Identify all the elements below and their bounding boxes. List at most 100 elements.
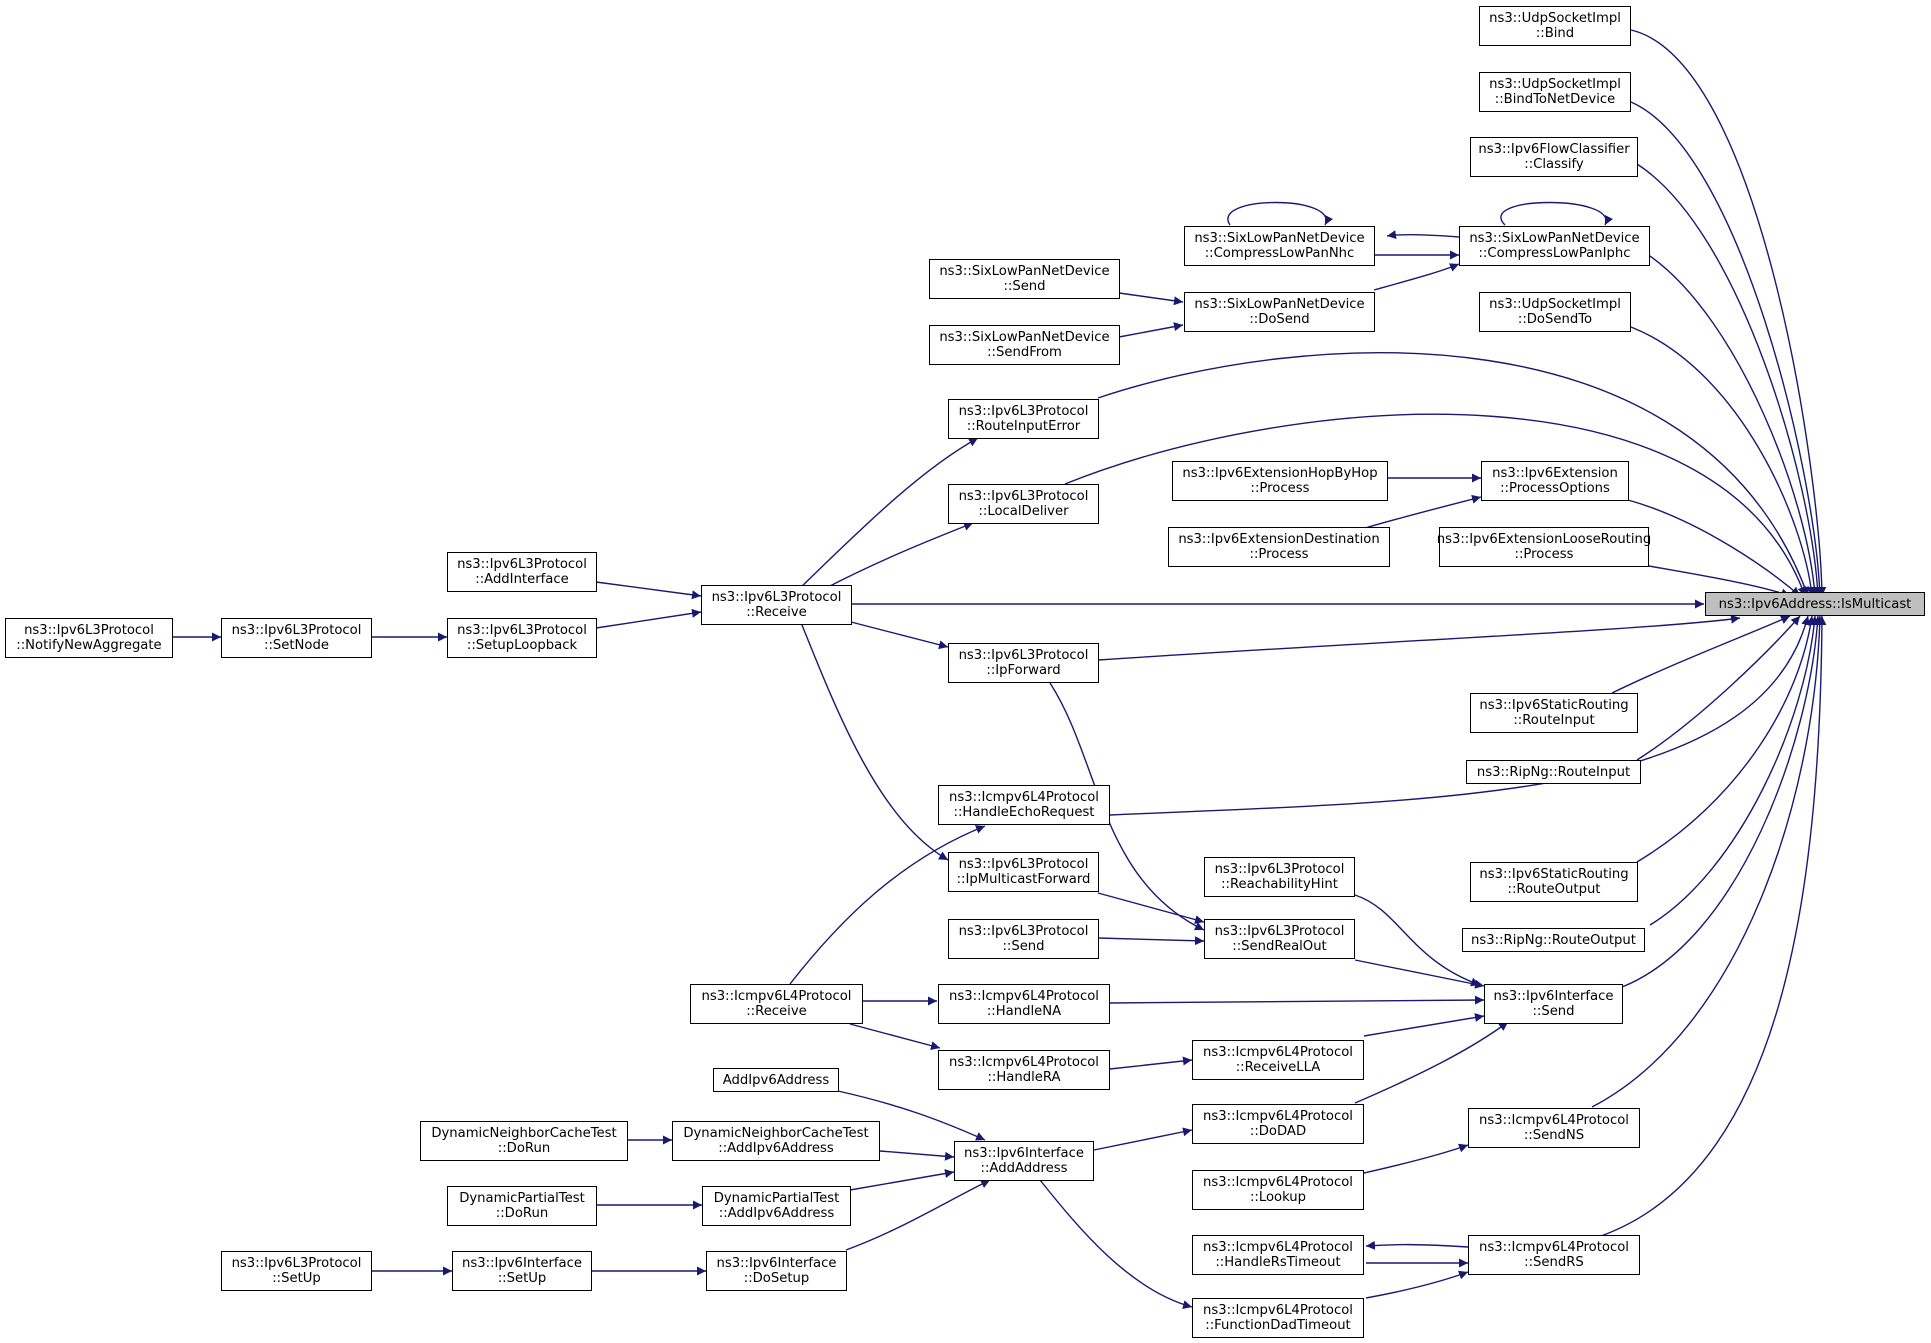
node-label-line2: ::AddAddress (980, 1161, 1068, 1176)
edge-addaddress-to-functiondad (1039, 1179, 1193, 1309)
node-ipv6l3-sendrealout[interactable]: ns3::Ipv6L3Protocol::SendRealOut (1204, 919, 1355, 959)
node-icmpv6l4-functiondadtimeout[interactable]: ns3::Icmpv6L4Protocol::FunctionDadTimeou… (1192, 1298, 1364, 1338)
node-label-line1: ns3::Ipv6Address::IsMulticast (1718, 596, 1912, 612)
edge-sendrs-to-handlerstimeout (1365, 1240, 1469, 1250)
node-label-line2: ::Receive (746, 605, 807, 620)
node-label-line2: ::SendRealOut (1232, 939, 1327, 954)
node-sixlowpan-compresslowpaniphc[interactable]: ns3::SixLowPanNetDevice::CompressLowPanI… (1459, 226, 1650, 266)
node-icmpv6l4-receivella[interactable]: ns3::Icmpv6L4Protocol::ReceiveLLA (1192, 1040, 1364, 1080)
node-label-line2: ::DoRun (497, 1141, 551, 1156)
node-ipv6l3-receive[interactable]: ns3::Ipv6L3Protocol::Receive (701, 585, 852, 625)
node-sixlowpan-sendfrom[interactable]: ns3::SixLowPanNetDevice::SendFrom (929, 325, 1120, 365)
node-label-line2: ::AddIpv6Address (718, 1141, 834, 1156)
node-label-line2: ::SetUp (272, 1271, 321, 1286)
node-ipv6l3-localdeliver[interactable]: ns3::Ipv6L3Protocol::LocalDeliver (948, 484, 1099, 524)
node-ipv6flowclassifier-classify[interactable]: ns3::Ipv6FlowClassifier::Classify (1470, 137, 1638, 177)
node-label-line2: ::Lookup (1249, 1190, 1307, 1205)
node-ipv6l3-notifynewaggregate[interactable]: ns3::Ipv6L3Protocol::NotifyNewAggregate (5, 618, 173, 658)
node-label-line2: ::CompressLowPanNhc (1204, 246, 1355, 261)
node-label-line1: ns3::Ipv6StaticRouting (1479, 867, 1629, 882)
node-sixlowpan-compresslowpannhc[interactable]: ns3::SixLowPanNetDevice::CompressLowPanN… (1184, 226, 1375, 266)
node-icmpv6l4-sendrs[interactable]: ns3::Icmpv6L4Protocol::SendRS (1468, 1235, 1640, 1275)
node-label-line1: ns3::Ipv6Interface (461, 1256, 582, 1271)
node-ipv6interface-dosetup[interactable]: ns3::Ipv6Interface::DoSetup (706, 1251, 847, 1291)
edge-static-routeinput-to-ismulticast (1611, 615, 1791, 694)
node-label-line1: ns3::Ipv6Interface (963, 1146, 1084, 1161)
edge-six-iphc-to-ismulticast (1649, 255, 1819, 597)
node-ipv6extension-processoptions[interactable]: ns3::Ipv6Extension::ProcessOptions (1481, 461, 1629, 501)
node-ipv6l3-setup[interactable]: ns3::Ipv6L3Protocol::SetUp (221, 1251, 372, 1291)
node-ipv6l3-ipmulticastforward[interactable]: ns3::Ipv6L3Protocol::IpMulticastForward (948, 852, 1099, 892)
edge-addinterface-to-receive (595, 581, 702, 600)
edge-sendfrom-to-dosend (1118, 322, 1184, 338)
node-ipv6extensiondestination-process[interactable]: ns3::Ipv6ExtensionDestination::Process (1168, 527, 1390, 567)
node-sixlowpan-dosend[interactable]: ns3::SixLowPanNetDevice::DoSend (1184, 292, 1375, 332)
node-ipv6staticrouting-routeoutput[interactable]: ns3::Ipv6StaticRouting::RouteOutput (1470, 862, 1638, 902)
node-label-line2: ::RouteInputError (966, 419, 1081, 434)
node-icmpv6l4-handleechorequest[interactable]: ns3::Icmpv6L4Protocol::HandleEchoRequest (938, 785, 1110, 825)
node-label-line1: ns3::UdpSocketImpl (1489, 297, 1621, 312)
node-ipv6l3-ipforward[interactable]: ns3::Ipv6L3Protocol::IpForward (948, 643, 1099, 683)
node-label-line2: ::ReachabilityHint (1221, 877, 1338, 892)
node-udpsocketimpl-dosendto[interactable]: ns3::UdpSocketImpl::DoSendTo (1479, 292, 1631, 332)
node-addipv6address[interactable]: AddIpv6Address (713, 1068, 839, 1092)
node-label-line1: ns3::Ipv6Extension (1492, 466, 1618, 481)
node-ipv6address-ismulticast[interactable]: ns3::Ipv6Address::IsMulticast (1705, 592, 1925, 616)
edge-sendrealout-to-ifsend (1354, 959, 1485, 989)
node-label-line1: ns3::Icmpv6L4Protocol (1479, 1240, 1629, 1255)
node-label-line2: ::BindToNetDevice (1494, 92, 1616, 107)
node-label-line2: ::Classify (1524, 157, 1584, 172)
edge-dpt-addipv6-to-addaddress (849, 1169, 955, 1191)
node-ipv6l3-addinterface[interactable]: ns3::Ipv6L3Protocol::AddInterface (447, 552, 597, 592)
node-icmpv6l4-handlerstimeout[interactable]: ns3::Icmpv6L4Protocol::HandleRsTimeout (1192, 1235, 1364, 1275)
node-ripng-routeinput[interactable]: ns3::RipNg::RouteInput (1466, 760, 1641, 784)
edge-setuploopback-to-receive (595, 608, 702, 629)
node-ipv6l3-setnode[interactable]: ns3::Ipv6L3Protocol::SetNode (221, 618, 372, 658)
node-dynamicpartialtest-dorun[interactable]: DynamicPartialTest::DoRun (447, 1186, 597, 1226)
node-label-line1: ns3::Ipv6Interface (1493, 989, 1614, 1004)
node-label-line2: ::HandleEchoRequest (953, 805, 1095, 820)
node-label-line2: ::SendNS (1523, 1128, 1585, 1143)
edge-dnct-addipv6-to-addaddress (879, 1150, 955, 1161)
node-ipv6interface-send[interactable]: ns3::Ipv6Interface::Send (1484, 984, 1623, 1024)
node-ipv6l3-setuploopback[interactable]: ns3::Ipv6L3Protocol::SetupLoopback (447, 618, 597, 658)
node-icmpv6l4-sendns[interactable]: ns3::Icmpv6L4Protocol::SendNS (1468, 1108, 1640, 1148)
node-ipv6extensionhopbyhop-process[interactable]: ns3::Ipv6ExtensionHopByHop::Process (1172, 461, 1388, 501)
node-ripng-routeoutput[interactable]: ns3::RipNg::RouteOutput (1462, 928, 1645, 952)
node-label-line2: ::SendFrom (987, 345, 1062, 360)
node-label-line1: DynamicNeighborCacheTest (683, 1126, 869, 1141)
node-sixlowpan-send[interactable]: ns3::SixLowPanNetDevice::Send (929, 259, 1120, 299)
node-label-line1: ns3::Ipv6L3Protocol (958, 489, 1089, 504)
node-udpsocketimpl-bindtonetdevice[interactable]: ns3::UdpSocketImpl::BindToNetDevice (1479, 72, 1631, 112)
node-ipv6l3-reachabilityhint[interactable]: ns3::Ipv6L3Protocol::ReachabilityHint (1204, 857, 1355, 897)
node-ipv6interface-setup[interactable]: ns3::Ipv6Interface::SetUp (452, 1251, 592, 1291)
edge-udp-bind-to-ismulticast (1630, 29, 1827, 597)
node-label-line2: ::Send (1003, 279, 1046, 294)
edge-addaddress-to-dodad (1093, 1127, 1193, 1151)
edge-icmp-sendrs-to-ismulticast (1591, 615, 1827, 1240)
node-label-line1: ns3::Ipv6StaticRouting (1479, 698, 1629, 713)
node-ipv6l3-routeinputerror[interactable]: ns3::Ipv6L3Protocol::RouteInputError (948, 399, 1099, 439)
node-udpsocketimpl-bind[interactable]: ns3::UdpSocketImpl::Bind (1479, 6, 1631, 46)
node-label-line1: ns3::Ipv6L3Protocol (231, 623, 362, 638)
node-dynamicpartialtest-addipv6address[interactable]: DynamicPartialTest::AddIpv6Address (702, 1186, 851, 1226)
node-dynamicneighborcachetest-dorun[interactable]: DynamicNeighborCacheTest::DoRun (420, 1121, 628, 1161)
edge-l3-localdeliver-to-ismulticast (1064, 413, 1807, 597)
node-ipv6interface-addaddress[interactable]: ns3::Ipv6Interface::AddAddress (954, 1141, 1094, 1181)
node-ipv6extensionlooserouting-process[interactable]: ns3::Ipv6ExtensionLooseRouting::Process (1437, 527, 1651, 567)
edge-static-routeoutput-to-ismulticast (1636, 615, 1816, 863)
node-label-line1: ns3::Icmpv6L4Protocol (1479, 1113, 1629, 1128)
node-icmpv6l4-dodad[interactable]: ns3::Icmpv6L4Protocol::DoDAD (1192, 1104, 1364, 1144)
edge-flow-classify-to-ismulticast (1636, 163, 1823, 597)
edge-receive-to-routeinputerror (799, 437, 979, 589)
node-label-line2: ::DoRun (495, 1206, 549, 1221)
node-icmpv6l4-receive[interactable]: ns3::Icmpv6L4Protocol::Receive (690, 984, 863, 1024)
node-dynamicneighborcachetest-addipv6address[interactable]: DynamicNeighborCacheTest::AddIpv6Address (672, 1121, 880, 1161)
node-label-line2: ::HandleRA (987, 1070, 1061, 1085)
node-ipv6l3-send[interactable]: ns3::Ipv6L3Protocol::Send (948, 919, 1099, 959)
node-ipv6staticrouting-routeinput[interactable]: ns3::Ipv6StaticRouting::RouteInput (1470, 693, 1638, 733)
node-icmpv6l4-handlena[interactable]: ns3::Icmpv6L4Protocol::HandleNA (938, 984, 1110, 1024)
edge-l3-routeinputerror-to-ismulticast (1097, 352, 1810, 597)
node-icmpv6l4-handlera[interactable]: ns3::Icmpv6L4Protocol::HandleRA (938, 1050, 1110, 1090)
node-icmpv6l4-lookup[interactable]: ns3::Icmpv6L4Protocol::Lookup (1192, 1170, 1364, 1210)
